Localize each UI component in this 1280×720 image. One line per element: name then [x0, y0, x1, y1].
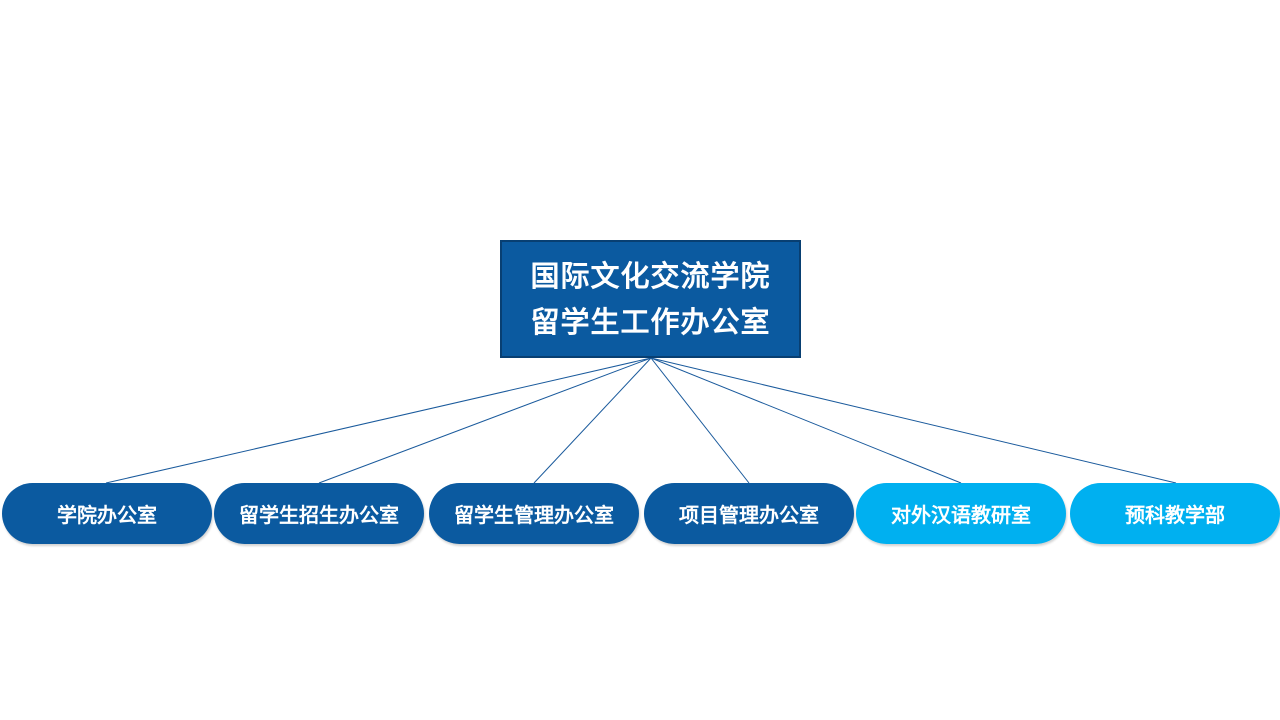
- child-node-chinese-teaching-research: 对外汉语教研室: [856, 483, 1066, 544]
- child-node-label: 留学生管理办公室: [454, 503, 614, 527]
- child-node-project-management-office: 项目管理办公室: [644, 483, 854, 544]
- child-node-label: 对外汉语教研室: [891, 503, 1031, 527]
- root-node: 国际文化交流学院 留学生工作办公室: [500, 240, 801, 358]
- child-node-label: 预科教学部: [1125, 503, 1225, 527]
- child-node-student-management-office: 留学生管理办公室: [429, 483, 639, 544]
- child-node-college-office: 学院办公室: [2, 483, 212, 544]
- root-title-line1: 国际文化交流学院: [530, 259, 771, 293]
- child-node-label: 学院办公室: [57, 503, 157, 527]
- connector-line: [105, 357, 652, 484]
- connector-line: [650, 357, 750, 484]
- connector-line: [533, 357, 652, 484]
- connector-line: [318, 357, 652, 484]
- child-node-label: 项目管理办公室: [679, 503, 819, 527]
- root-title-line2: 留学生工作办公室: [530, 305, 771, 339]
- connector-line: [650, 357, 1177, 484]
- child-node-preparatory-department: 预科教学部: [1070, 483, 1280, 544]
- connector-line: [650, 357, 962, 484]
- child-node-label: 留学生招生办公室: [239, 503, 399, 527]
- child-node-admissions-office: 留学生招生办公室: [214, 483, 424, 544]
